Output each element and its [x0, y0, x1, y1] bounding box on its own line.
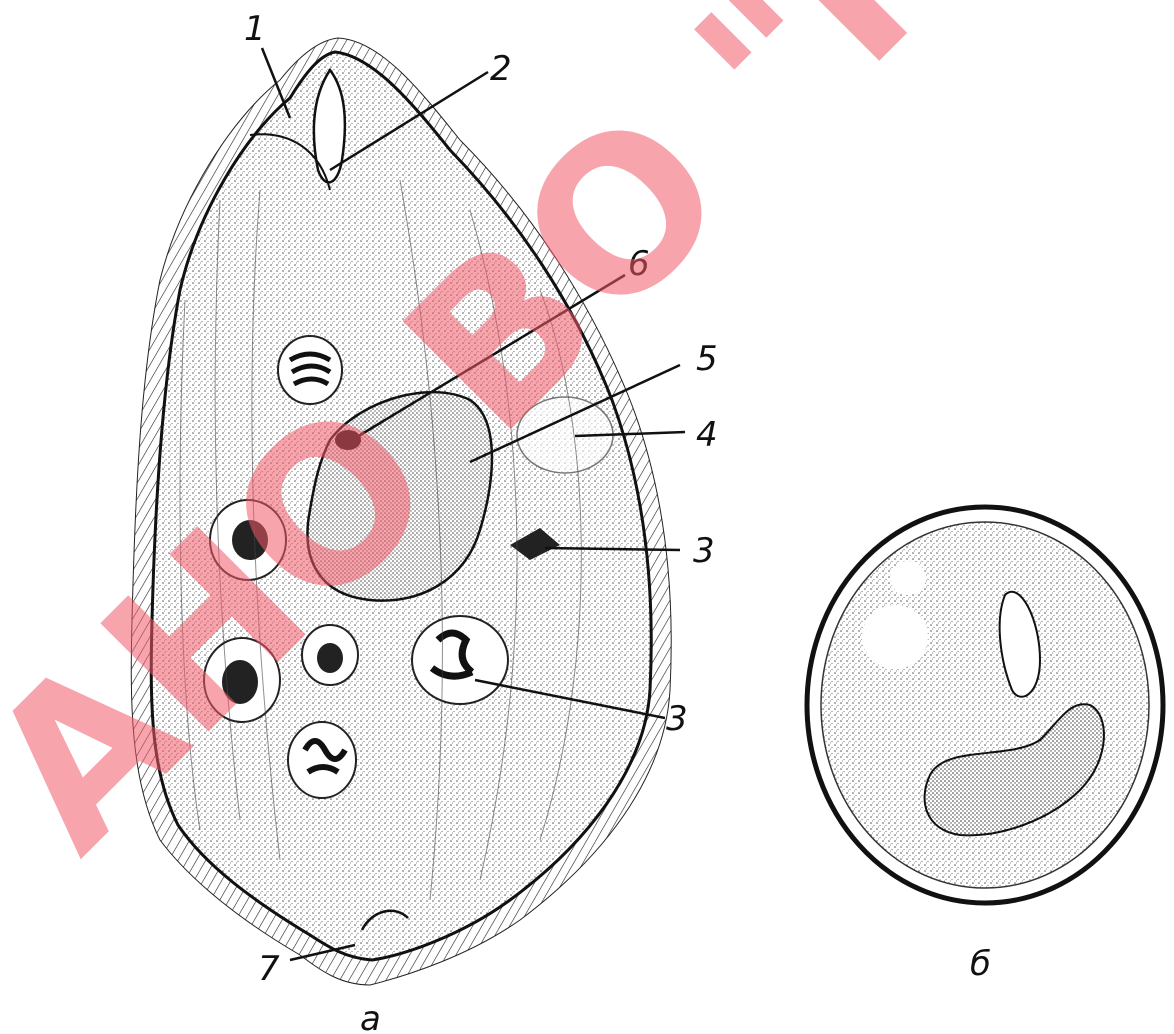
- label-7: 7: [258, 949, 280, 989]
- label-3b: 3: [666, 699, 688, 739]
- cyst-vacuole: [862, 605, 928, 669]
- cyst-vacuole: [890, 561, 926, 595]
- label-5: 5: [696, 339, 718, 379]
- label-4: 4: [696, 415, 718, 455]
- cell-b: [807, 507, 1163, 903]
- label-3a: 3: [693, 531, 715, 571]
- caption-a: а: [360, 999, 381, 1034]
- caption-b: б: [970, 944, 991, 984]
- label-1: 1: [244, 9, 266, 49]
- label-2: 2: [490, 49, 512, 89]
- captions: а б: [360, 944, 991, 1034]
- food-vacuole: [288, 722, 356, 798]
